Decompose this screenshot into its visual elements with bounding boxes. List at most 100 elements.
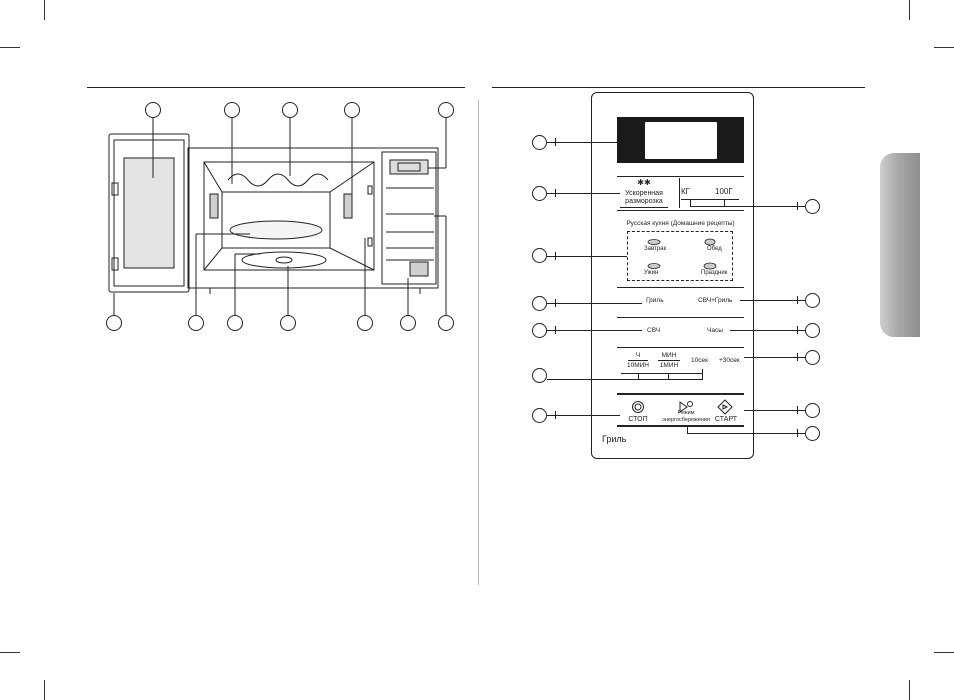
leader-tick xyxy=(690,199,691,206)
stop-button[interactable]: СТОП xyxy=(620,416,656,423)
crop-mark xyxy=(934,652,954,653)
leader-tick xyxy=(702,369,703,379)
door-latch-slot xyxy=(368,238,372,246)
leader-tick xyxy=(724,199,725,206)
callout-circle xyxy=(439,103,454,118)
callout-circle xyxy=(283,103,298,118)
hour-key-bottom[interactable]: 10МИН xyxy=(624,362,652,369)
eco-label-line1[interactable]: Режим xyxy=(666,410,706,416)
turntable xyxy=(230,221,322,239)
start-button[interactable]: СТАРТ xyxy=(706,416,746,423)
dish-lunch[interactable]: Обед xyxy=(707,246,722,252)
crop-mark xyxy=(934,47,954,48)
mw-button[interactable]: СВЧ xyxy=(647,327,660,334)
callout-circle xyxy=(146,103,161,118)
callout-circle xyxy=(439,316,454,331)
crop-mark xyxy=(44,680,45,700)
callout-circle xyxy=(107,316,122,331)
callout-circle xyxy=(805,426,820,441)
crop-mark xyxy=(909,680,910,700)
defrost-label-line2[interactable]: разморозка xyxy=(618,198,670,205)
ten-sec-key[interactable]: 10сек xyxy=(691,357,708,364)
leader-tick xyxy=(668,373,669,379)
callout-circle xyxy=(401,316,416,331)
callout-circle xyxy=(228,316,243,331)
callout-circle xyxy=(532,296,547,311)
callout-circle xyxy=(225,103,240,118)
callout-circle xyxy=(532,135,547,150)
display-window xyxy=(645,122,717,159)
plus-30-sec-key[interactable]: +30сек xyxy=(719,357,740,364)
crop-mark xyxy=(909,0,910,20)
panel-separator xyxy=(617,347,744,348)
leader-line xyxy=(730,330,805,331)
leader-tick xyxy=(797,326,798,334)
door-release xyxy=(410,262,428,276)
eco-label-line2[interactable]: энергосбережения xyxy=(661,417,711,423)
callout-circle xyxy=(189,316,204,331)
clock-button[interactable]: Часы xyxy=(707,327,723,334)
callout-circle xyxy=(805,293,820,308)
weight-100g-button[interactable]: 100Г xyxy=(715,187,733,196)
mw-grill-button[interactable]: СВЧ+Гриль xyxy=(698,297,732,304)
weight-kg-button[interactable]: КГ xyxy=(681,187,690,196)
grill-heater xyxy=(228,174,328,186)
callout-circle xyxy=(805,323,820,338)
leader-line xyxy=(547,415,620,416)
door-hinge xyxy=(112,258,118,270)
min-key-divider xyxy=(658,360,680,361)
leader-line xyxy=(690,206,805,207)
leader-tick xyxy=(555,252,556,260)
min-key-top[interactable]: МИН xyxy=(656,352,682,359)
dinner-icon xyxy=(648,264,660,269)
footer-mode-label: Гриль xyxy=(602,434,626,444)
leader-line xyxy=(740,300,805,301)
leader-tick xyxy=(797,353,798,361)
vent-right xyxy=(344,194,352,218)
defrost-icon: ✱✱ xyxy=(625,178,663,187)
leader-tick xyxy=(638,373,639,379)
callout-circle xyxy=(805,350,820,365)
panel-separator-bold xyxy=(617,393,744,395)
hour-key-top[interactable]: Ч xyxy=(626,352,650,359)
dish-dinner[interactable]: Ужин xyxy=(644,270,658,276)
leader-tick xyxy=(687,425,688,433)
panel-separator xyxy=(617,317,744,318)
start-icon xyxy=(718,400,732,414)
leader-tick xyxy=(797,406,798,414)
leader-line xyxy=(547,303,642,304)
left-section-rule xyxy=(87,87,465,88)
callout-circle xyxy=(358,316,373,331)
grill-button[interactable]: Гриль xyxy=(646,297,664,304)
leader-line xyxy=(547,330,642,331)
crop-mark xyxy=(44,0,45,20)
stop-icon xyxy=(633,402,644,413)
leader-tick xyxy=(555,138,556,146)
door-hinge xyxy=(112,183,118,195)
leader-line xyxy=(744,410,805,411)
defrost-underline xyxy=(620,207,668,208)
panel-separator xyxy=(617,210,744,211)
leader-tick xyxy=(797,429,798,437)
leader-line xyxy=(687,433,805,434)
dish-breakfast[interactable]: Завтрак xyxy=(644,246,666,252)
callout-circle xyxy=(532,248,547,263)
min-key-bottom[interactable]: 1МИН xyxy=(656,362,682,369)
callout-circle xyxy=(805,199,820,214)
panel-separator xyxy=(617,287,744,288)
right-section-rule xyxy=(492,87,865,88)
leader-tick xyxy=(797,296,798,304)
callout-circle xyxy=(532,323,547,338)
holiday-icon xyxy=(704,263,716,269)
dish-holiday[interactable]: Праздник xyxy=(701,270,727,276)
panel-divider xyxy=(679,178,680,208)
defrost-label-line1[interactable]: Ускоренная xyxy=(618,190,670,197)
panel-separator-bold xyxy=(617,425,744,427)
leader-line xyxy=(547,379,703,380)
door-latch-slot xyxy=(368,186,372,194)
russian-cuisine-title: Русская кухня (Домашние рецепты) xyxy=(617,220,744,227)
leader-line xyxy=(547,256,627,257)
hour-key-divider xyxy=(628,360,648,361)
crop-mark xyxy=(0,47,20,48)
panel-separator xyxy=(617,176,744,177)
